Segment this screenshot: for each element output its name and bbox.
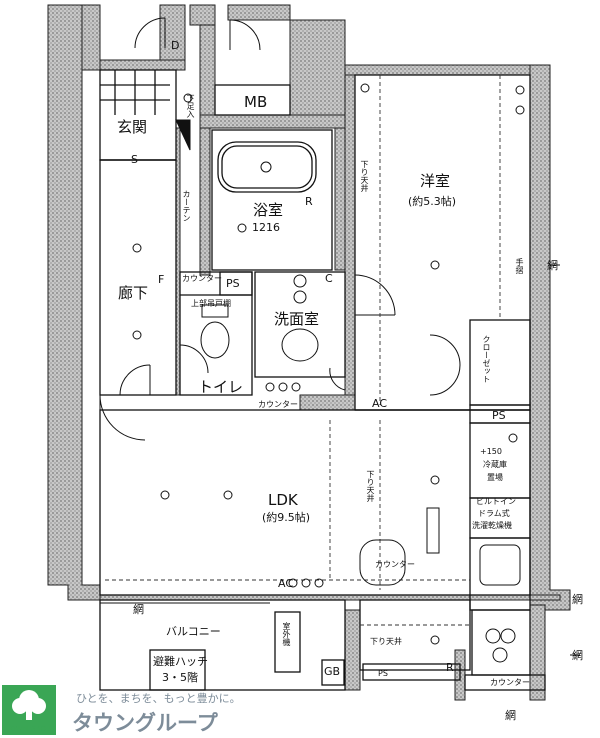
counter-label-4: カウンター	[490, 678, 530, 687]
ldk-label: LDK	[268, 491, 298, 509]
windows	[100, 119, 580, 656]
dryer-label-line3: 洗濯乾燥機	[472, 521, 512, 530]
d-mark-label: D	[171, 39, 180, 52]
western-room-label: 洋室	[420, 172, 451, 190]
walls	[47, 4, 571, 701]
net-label-4: 網	[505, 709, 516, 722]
bath-r-label: R	[305, 195, 313, 208]
f-mark-label: F	[158, 273, 165, 286]
net-label-3: 網	[572, 649, 583, 662]
ceiling-drop-label-1: 下り天井	[360, 160, 369, 192]
ceiling-lines	[105, 75, 501, 626]
company-jp-label: タウングループ	[72, 711, 218, 735]
outdoor-unit-label: 室外機	[282, 622, 291, 646]
counter-label-1: カウンター	[182, 274, 222, 283]
ceiling-drop-label-3: 下り天井	[370, 637, 402, 646]
ps-label-3: PS	[378, 669, 388, 678]
ps-label-2: PS	[492, 409, 506, 422]
shoe-storage-label: 下足入	[186, 94, 195, 118]
upper-cabinet-label: 上部吊戸棚	[191, 299, 231, 308]
counter-label-3: カウンター	[375, 560, 415, 569]
door-swings	[99, 17, 461, 441]
tagline-label: ひとを、まちを、もっと豊かに。	[76, 692, 241, 705]
fridge-label-line1: +150	[480, 447, 502, 456]
hatch-label-line2: 3・5階	[162, 671, 198, 684]
closet-label: クローゼット	[482, 335, 491, 383]
fridge-label-line3: 置場	[487, 473, 503, 482]
dryer-label-line2: ドラム式	[478, 509, 510, 518]
net-label-1: 網	[547, 259, 558, 272]
net-label-2: 網	[133, 603, 144, 616]
net-label-5: 網	[572, 593, 583, 606]
dryer-label-line1: ビルトイン	[476, 497, 516, 506]
ps-label-1: PS	[226, 277, 240, 290]
western-room-size: (約5.3帖)	[408, 195, 457, 208]
ldk-size-label: (約9.5帖)	[262, 511, 311, 524]
tree-icon	[2, 685, 56, 735]
toilet-label: トイレ	[198, 378, 244, 396]
fixtures	[132, 83, 525, 663]
gb-label: GB	[324, 665, 341, 678]
room-lines	[99, 69, 546, 691]
balcony-label: バルコニー	[166, 625, 221, 638]
counter-label-2: カウンター	[258, 400, 298, 409]
s-mark-label: S	[131, 153, 138, 166]
ceiling-drop-label-2: 下り天井	[366, 470, 375, 502]
bath-size-label: 1216	[252, 221, 280, 234]
mb-label: MB	[244, 93, 268, 111]
entrance-label: 玄関	[117, 118, 148, 136]
ac-label-1: AC	[372, 397, 388, 410]
curtain-label: カーテン	[182, 190, 191, 222]
bath-label: 浴室	[253, 201, 284, 219]
hallway-label: 廊下	[118, 284, 149, 302]
c-mark-label: C	[325, 272, 333, 285]
r-mark-label: R	[446, 661, 454, 674]
fridge-label-line2: 冷蔵庫	[483, 460, 507, 469]
company-en-label: TOWN GROUP	[6, 725, 56, 733]
hatch-label-line1: 避難ハッチ	[153, 655, 208, 668]
ac-label-2: AC	[278, 577, 294, 590]
washroom-label: 洗面室	[274, 310, 320, 328]
handrail-label: 手摺	[515, 258, 524, 274]
